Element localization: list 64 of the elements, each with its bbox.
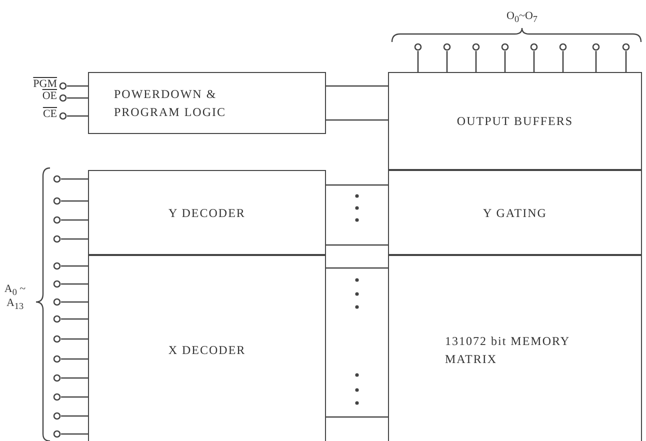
connector-line: [326, 267, 388, 269]
connector-line: [61, 219, 88, 221]
block-box: 131072 bit MEMORY MATRIX: [388, 255, 642, 441]
pin-circle: [53, 355, 61, 363]
connector-line: [61, 283, 88, 285]
block-box: Y GATING: [388, 170, 642, 255]
connector-line: [61, 338, 88, 340]
pin-circle: [53, 235, 61, 243]
connector-line: [533, 51, 535, 72]
connector-line: [61, 358, 88, 360]
pin-circle: [53, 430, 61, 438]
pin-circle: [53, 315, 61, 323]
pin-circle: [501, 43, 509, 51]
bus-label: A$_{0}$ ~ A$_{13}$: [4, 283, 26, 312]
signal-name: CE: [42, 109, 57, 120]
connector-line: [61, 415, 88, 417]
block-box: Y DECODER: [88, 170, 326, 255]
pin-circle: [472, 43, 480, 51]
connector-line: [595, 51, 597, 72]
connector-line: [61, 377, 88, 379]
pin-circle: [53, 280, 61, 288]
connector-line: [326, 85, 388, 87]
connector-line: [61, 318, 88, 320]
pin-circle: [53, 175, 61, 183]
signal-name: PGM: [33, 79, 57, 90]
pin-circle: [530, 43, 538, 51]
connector-line: [326, 119, 388, 121]
pin-circle: [592, 43, 600, 51]
block-box: X DECODER: [88, 255, 326, 441]
connector-line: [67, 97, 88, 99]
connector-line: [446, 51, 448, 72]
pin-circle: [53, 374, 61, 382]
pin-circle: [53, 412, 61, 420]
pin-circle: [622, 43, 630, 51]
pin-circle: [53, 393, 61, 401]
connector-line: [61, 238, 88, 240]
connector-line: [504, 51, 506, 72]
connector-line: [61, 178, 88, 180]
signal-name: OE: [42, 91, 57, 102]
pin-circle: [414, 43, 422, 51]
bus-label: O$_{0}$~O$_{7}$: [505, 10, 538, 24]
block-box: OUTPUT BUFFERS: [388, 72, 642, 170]
connector-line: [61, 265, 88, 267]
block-box: POWERDOWN & PROGRAM LOGIC: [88, 72, 326, 134]
connector-line: [61, 200, 88, 202]
connector-line: [417, 51, 419, 72]
pin-circle: [53, 298, 61, 306]
pin-circle: [53, 335, 61, 343]
pin-circle: [559, 43, 567, 51]
connector-line: [326, 244, 388, 246]
pin-circle: [53, 197, 61, 205]
connector-line: [67, 85, 88, 87]
connector-line: [475, 51, 477, 72]
connector-line: [562, 51, 564, 72]
connector-line: [326, 416, 388, 418]
connector-line: [326, 184, 388, 186]
pin-circle: [53, 216, 61, 224]
connector-line: [61, 301, 88, 303]
connector-line: [61, 396, 88, 398]
pin-circle: [53, 262, 61, 270]
pin-circle: [443, 43, 451, 51]
connector-line: [625, 51, 627, 72]
connector-line: [67, 115, 88, 117]
connector-line: [61, 433, 88, 435]
